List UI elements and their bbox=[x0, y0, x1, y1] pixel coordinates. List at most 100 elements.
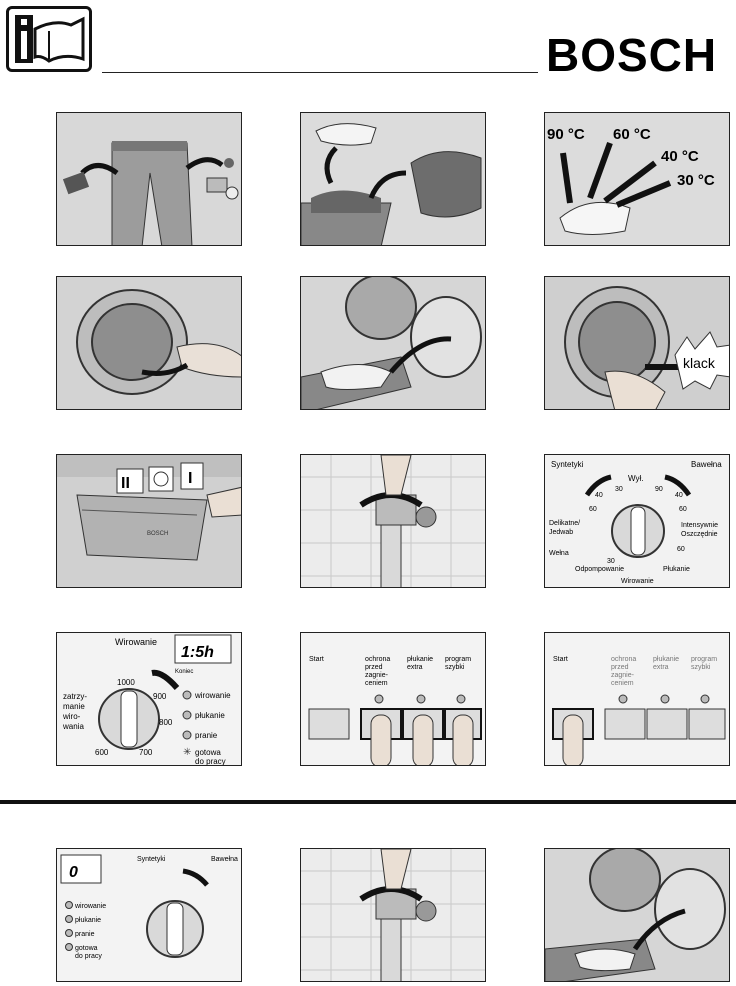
label-silk: Jedwab bbox=[549, 529, 573, 536]
step-select-spin: Wirowanie 1:5h Koniec 1000 900 800 700 6… bbox=[56, 632, 242, 766]
door-sound-label: klack bbox=[683, 355, 716, 371]
lock-label: Koniec bbox=[175, 669, 193, 675]
close-tap-illustration bbox=[301, 849, 485, 981]
end-status-spin: wirowanie bbox=[74, 903, 106, 910]
compartment-ii: II bbox=[121, 475, 130, 492]
start-opt-crease-3: zagnie- bbox=[611, 672, 635, 679]
detergent-drawer-illustration: II I BOSCH bbox=[57, 455, 241, 587]
close-door-illustration: klack bbox=[545, 277, 729, 409]
options-buttons-illustration: Start ochrona przed zagnie- ceniem płuka… bbox=[301, 633, 485, 765]
start-opt-rinse-1: płukanie bbox=[653, 656, 679, 663]
temp-left-4: 30 bbox=[607, 558, 615, 565]
start-opt-crease-1: ochrona bbox=[611, 656, 636, 663]
softener-icon bbox=[153, 471, 169, 487]
load-laundry-illustration bbox=[301, 277, 485, 409]
open-door-illustration bbox=[57, 277, 241, 409]
temperature-arrows-illustration: 90 °C 60 °C 40 °C 30 °C bbox=[545, 113, 729, 245]
temp-40: 40 °C bbox=[661, 148, 699, 165]
start-button[interactable] bbox=[308, 708, 350, 740]
open-tap-illustration bbox=[301, 455, 485, 587]
option-start-label: Start bbox=[309, 656, 324, 663]
label-rinse: Płukanie bbox=[663, 566, 690, 573]
step-unload bbox=[544, 848, 730, 982]
step-open-door bbox=[56, 276, 242, 410]
end-cotton: Bawełna bbox=[211, 856, 238, 863]
start-opt-crease-4: ceniem bbox=[611, 680, 634, 687]
status-ready-2: do pracy bbox=[195, 757, 226, 766]
display-time: 1:5h bbox=[181, 644, 214, 661]
start-opt-quick-1: program bbox=[691, 656, 717, 663]
label-delicate: Delikatne/ bbox=[549, 520, 580, 527]
speed-700: 700 bbox=[139, 748, 153, 757]
step-program-end: 0 Syntetyki Bawełna wirowanie płukanie p… bbox=[56, 848, 242, 982]
option-rinse-1: płukanie bbox=[407, 656, 433, 663]
manual-logo bbox=[6, 6, 92, 72]
temp-right-4: 60 bbox=[677, 546, 685, 553]
speed-800: 800 bbox=[159, 718, 173, 727]
step-press-start: Start ochrona przed zagnie- ceniem płuka… bbox=[544, 632, 730, 766]
temp-30: 30 °C bbox=[677, 172, 715, 189]
unload-laundry-illustration bbox=[545, 849, 729, 981]
step-close-door: klack bbox=[544, 276, 730, 410]
end-status-rinse: płukanie bbox=[75, 917, 101, 924]
step-select-options: Start ochrona przed zagnie- ceniem płuka… bbox=[300, 632, 486, 766]
start-label: Start bbox=[553, 656, 568, 663]
group-synthetics: Syntetyki bbox=[551, 460, 584, 469]
spin-stop-2: manie bbox=[63, 702, 85, 711]
temp-left-3: 30 bbox=[615, 486, 623, 493]
end-status-ready-2: do pracy bbox=[75, 953, 102, 960]
start-opt-rinse-2: extra bbox=[653, 664, 669, 671]
spin-stop-1: zatrzy- bbox=[63, 692, 87, 701]
step-open-tap bbox=[300, 454, 486, 588]
label-eco: Oszczędnie bbox=[681, 531, 718, 538]
label-intensive: Intensywnie bbox=[681, 522, 718, 529]
dial-off-label: Wył. bbox=[628, 474, 643, 483]
spin-stop-3: wiro- bbox=[62, 712, 81, 721]
temp-right-1: 40 bbox=[675, 492, 683, 499]
step-load-laundry bbox=[300, 276, 486, 410]
step-empty-pockets bbox=[56, 112, 242, 246]
start-opt-quick-2: szybki bbox=[691, 664, 711, 671]
compartment-i: I bbox=[188, 470, 192, 487]
instructions-book-icon bbox=[15, 15, 85, 63]
sorting-basket-illustration bbox=[301, 113, 485, 245]
label-wool: Wełna bbox=[549, 550, 569, 557]
speed-900: 900 bbox=[153, 692, 167, 701]
end-status-wash: pranie bbox=[75, 931, 95, 938]
option-crease-2: przed bbox=[365, 664, 383, 671]
program-end-illustration: 0 Syntetyki Bawełna wirowanie płukanie p… bbox=[57, 849, 241, 981]
label-drain: Odpompowanie bbox=[575, 566, 624, 573]
status-rinse: płukanie bbox=[195, 711, 225, 720]
status-wash: pranie bbox=[195, 731, 218, 740]
label-spin: Wirowanie bbox=[621, 578, 654, 585]
option-crease-1: ochrona bbox=[365, 656, 390, 663]
temp-60: 60 °C bbox=[613, 126, 651, 143]
spin-dial-illustration: Wirowanie 1:5h Koniec 1000 900 800 700 6… bbox=[57, 633, 241, 766]
temp-left-2: 60 bbox=[589, 506, 597, 513]
trousers-pockets-illustration bbox=[57, 113, 241, 245]
option-quick-1: program bbox=[445, 656, 471, 663]
program-dial-illustration: Syntetyki Bawełna Wył. Delikatne/ Jedwab… bbox=[545, 455, 729, 587]
option-crease-3: zagnie- bbox=[365, 672, 389, 679]
status-spin: wirowanie bbox=[194, 691, 231, 700]
section-divider bbox=[0, 800, 736, 804]
start-opt-crease-2: przed bbox=[611, 664, 629, 671]
step-select-program: Syntetyki Bawełna Wył. Delikatne/ Jedwab… bbox=[544, 454, 730, 588]
ready-star-icon: ✳ bbox=[183, 747, 191, 758]
speed-1000: 1000 bbox=[117, 678, 135, 687]
step-close-tap bbox=[300, 848, 486, 982]
end-display: 0 bbox=[69, 864, 78, 881]
option-crease-4: ceniem bbox=[365, 680, 388, 687]
header-rule bbox=[102, 72, 538, 73]
end-synthetics: Syntetyki bbox=[137, 856, 166, 863]
spin-stop-4: wania bbox=[62, 722, 84, 731]
temp-90: 90 °C bbox=[547, 126, 585, 143]
start-button-illustration: Start ochrona przed zagnie- ceniem płuka… bbox=[545, 633, 729, 765]
brand-logo: BOSCH bbox=[546, 29, 718, 81]
step-add-detergent: II I BOSCH bbox=[56, 454, 242, 588]
spin-title: Wirowanie bbox=[115, 637, 157, 647]
speed-600: 600 bbox=[95, 748, 109, 757]
end-status-ready-1: gotowa bbox=[75, 945, 98, 952]
status-ready-1: gotowa bbox=[195, 748, 221, 757]
svg-text:BOSCH: BOSCH bbox=[147, 531, 168, 537]
